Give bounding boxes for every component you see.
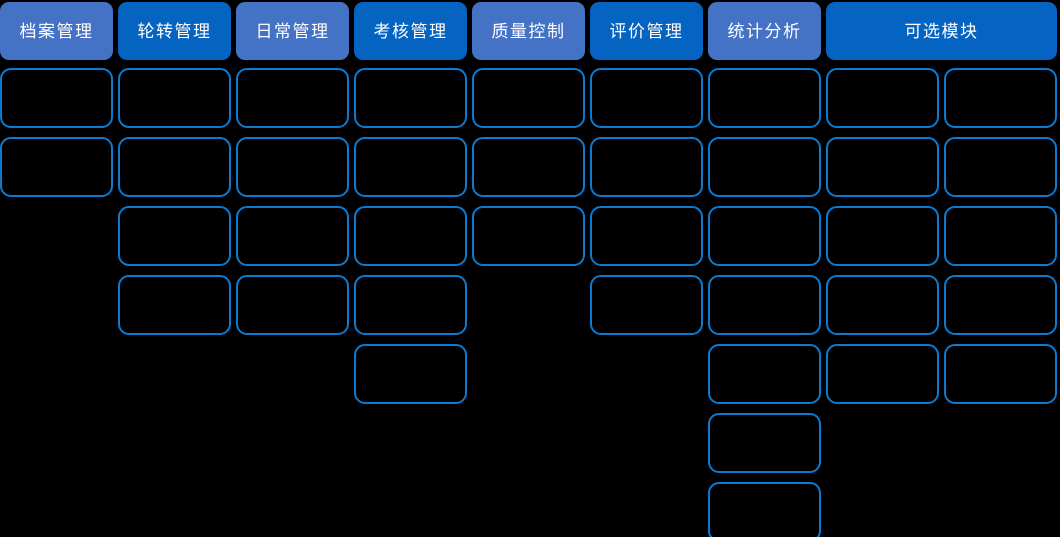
- module-cell[interactable]: [826, 206, 939, 266]
- module-cell[interactable]: [472, 137, 585, 197]
- module-cell[interactable]: [472, 206, 585, 266]
- module-cell[interactable]: [590, 137, 703, 197]
- module-cell[interactable]: [236, 206, 349, 266]
- module-cell[interactable]: [590, 275, 703, 335]
- module-tab-7[interactable]: 统计分析: [708, 2, 821, 60]
- module-cell[interactable]: [0, 68, 113, 128]
- module-cell[interactable]: [354, 68, 467, 128]
- module-tab-8[interactable]: 可选模块: [826, 2, 1057, 60]
- module-cell[interactable]: [472, 68, 585, 128]
- module-cell[interactable]: [944, 137, 1057, 197]
- module-tab-label: 质量控制: [491, 21, 566, 41]
- module-tab-6[interactable]: 评价管理: [590, 2, 703, 60]
- module-cell[interactable]: [354, 206, 467, 266]
- module-cell[interactable]: [708, 482, 821, 537]
- module-tab-label: 统计分析: [727, 21, 802, 41]
- module-tab-label: 可选模块: [904, 21, 979, 41]
- module-cell[interactable]: [354, 344, 467, 404]
- module-cell[interactable]: [118, 275, 231, 335]
- module-tab-label: 日常管理: [255, 21, 330, 41]
- module-tab-label: 档案管理: [19, 21, 94, 41]
- module-tab-4[interactable]: 考核管理: [354, 2, 467, 60]
- module-tab-label: 轮转管理: [137, 21, 212, 41]
- module-cell[interactable]: [944, 275, 1057, 335]
- module-cell[interactable]: [708, 68, 821, 128]
- module-cell[interactable]: [708, 413, 821, 473]
- module-cell[interactable]: [590, 68, 703, 128]
- module-cell[interactable]: [944, 68, 1057, 128]
- module-cell[interactable]: [826, 68, 939, 128]
- module-tab-label: 考核管理: [373, 21, 448, 41]
- module-tab-label: 评价管理: [609, 21, 684, 41]
- module-cell[interactable]: [708, 275, 821, 335]
- module-cell[interactable]: [708, 206, 821, 266]
- module-cell[interactable]: [118, 206, 231, 266]
- module-cell[interactable]: [118, 68, 231, 128]
- module-cell[interactable]: [944, 206, 1057, 266]
- module-cell[interactable]: [590, 206, 703, 266]
- module-cell[interactable]: [0, 137, 113, 197]
- module-cell[interactable]: [826, 137, 939, 197]
- module-cell[interactable]: [944, 344, 1057, 404]
- module-tab-3[interactable]: 日常管理: [236, 2, 349, 60]
- module-cell[interactable]: [236, 68, 349, 128]
- module-tab-1[interactable]: 档案管理: [0, 2, 113, 60]
- module-cell[interactable]: [236, 275, 349, 335]
- module-cell[interactable]: [354, 275, 467, 335]
- module-cell[interactable]: [236, 137, 349, 197]
- module-cell[interactable]: [826, 344, 939, 404]
- module-cell[interactable]: [708, 344, 821, 404]
- module-tab-5[interactable]: 质量控制: [472, 2, 585, 60]
- module-cell[interactable]: [118, 137, 231, 197]
- module-cell[interactable]: [826, 275, 939, 335]
- module-cell[interactable]: [354, 137, 467, 197]
- module-tab-2[interactable]: 轮转管理: [118, 2, 231, 60]
- module-cell[interactable]: [708, 137, 821, 197]
